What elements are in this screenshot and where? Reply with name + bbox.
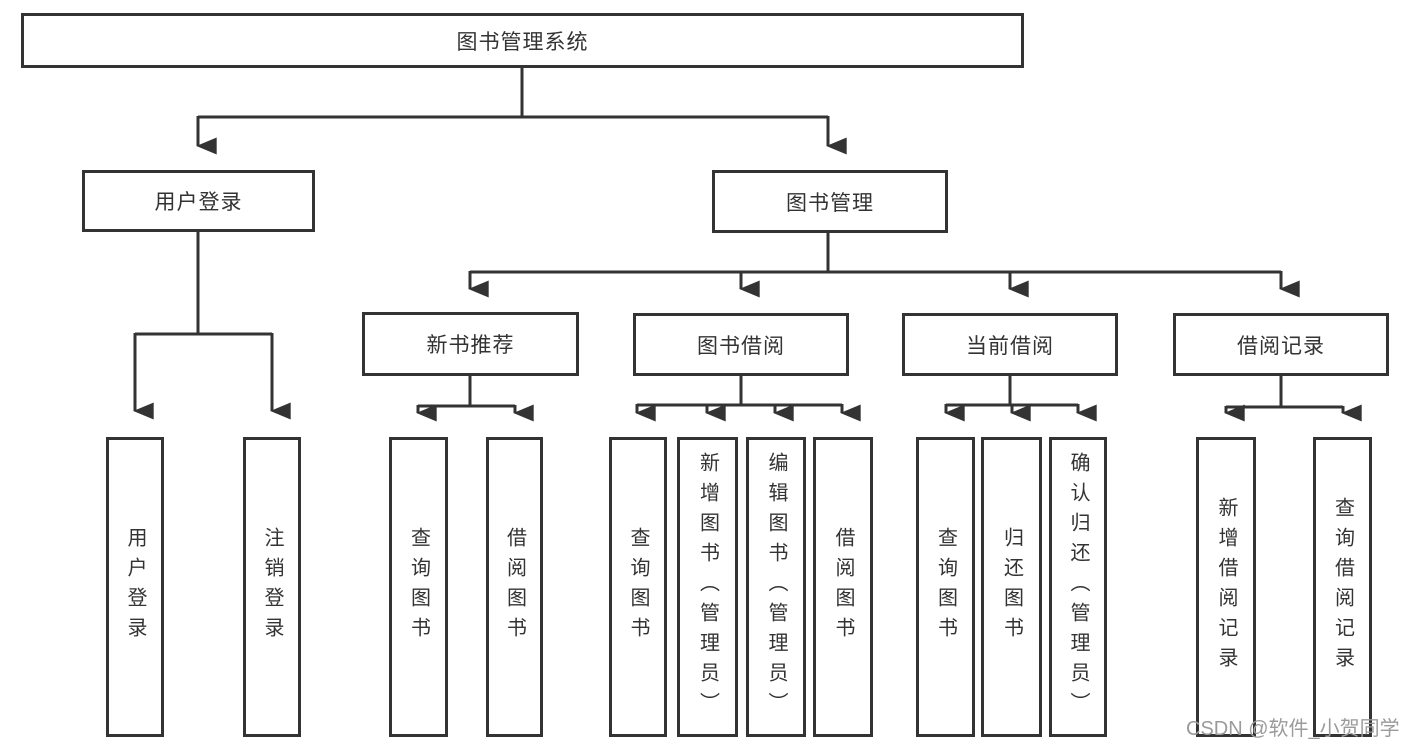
node-root-label: 图书管理系统	[456, 30, 589, 54]
leaf-current-confirm-return-admin-label: 确认归还（管理员）	[1067, 452, 1089, 722]
leaf-current-query-books: 查询图书	[916, 437, 975, 737]
node-borrow-records-label: 借阅记录	[1237, 334, 1325, 358]
leaf-current-return-books-label: 归还图书	[1000, 527, 1023, 647]
node-new-book-recommend: 新书推荐	[362, 312, 579, 376]
leaf-logout: 注销登录	[243, 437, 301, 737]
node-user-login: 用户登录	[82, 170, 315, 232]
leaf-borrow-add-books-admin-label: 新增图书（管理员）	[696, 452, 719, 722]
leaf-borrow-edit-books-admin-label: 编辑图书（管理员）	[765, 452, 787, 722]
node-book-management-label: 图书管理	[786, 191, 874, 215]
leaf-current-confirm-return-admin: 确认归还（管理员）	[1049, 437, 1107, 737]
leaf-borrow-borrow-books: 借阅图书	[813, 437, 873, 737]
csdn-watermark: CSDN @软件_小贺同学	[1186, 718, 1400, 740]
node-user-login-label: 用户登录	[154, 191, 243, 214]
leaf-logout-label: 注销登录	[261, 527, 283, 647]
leaf-records-query-record-label: 查询借阅记录	[1331, 497, 1354, 677]
leaf-newbook-query-books: 查询图书	[389, 437, 448, 737]
node-current-borrow: 当前借阅	[902, 313, 1118, 376]
leaf-records-add-record: 新增借阅记录	[1196, 437, 1256, 737]
leaf-user-login-label: 用户登录	[124, 527, 146, 647]
leaf-records-add-record-label: 新增借阅记录	[1215, 497, 1237, 677]
leaf-current-return-books: 归还图书	[981, 437, 1042, 737]
leaf-borrow-borrow-books-label: 借阅图书	[832, 527, 854, 647]
leaf-current-query-books-label: 查询图书	[934, 527, 957, 647]
node-new-book-recommend-label: 新书推荐	[426, 334, 515, 357]
leaf-borrow-query-books-label: 查询图书	[627, 527, 649, 647]
leaf-newbook-query-books-label: 查询图书	[407, 527, 430, 647]
node-root: 图书管理系统	[21, 13, 1024, 68]
leaf-newbook-borrow-books: 借阅图书	[486, 437, 543, 737]
leaf-borrow-edit-books-admin: 编辑图书（管理员）	[746, 437, 806, 737]
node-book-management: 图书管理	[712, 170, 948, 233]
leaf-newbook-borrow-books-label: 借阅图书	[503, 527, 526, 647]
leaf-user-login: 用户登录	[106, 437, 164, 737]
node-book-borrow-label: 图书借阅	[697, 334, 785, 358]
leaf-records-query-record: 查询借阅记录	[1313, 437, 1372, 737]
node-borrow-records: 借阅记录	[1173, 313, 1389, 376]
node-book-borrow: 图书借阅	[633, 313, 849, 376]
leaf-borrow-query-books: 查询图书	[609, 437, 667, 737]
leaf-borrow-add-books-admin: 新增图书（管理员）	[677, 437, 738, 737]
node-current-borrow-label: 当前借阅	[966, 334, 1054, 358]
